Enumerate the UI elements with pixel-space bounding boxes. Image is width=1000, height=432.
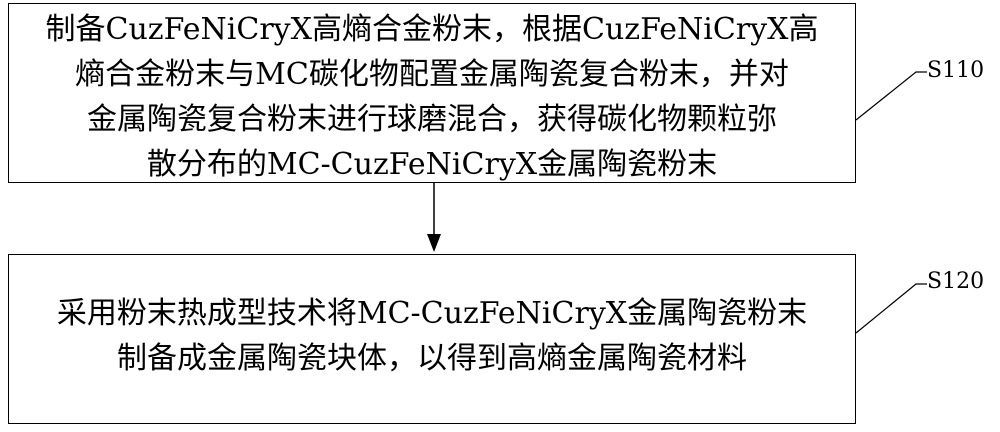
step-line: 制备CuzFeNiCryX高熵合金粉末，根据CuzFeNiCryX高 bbox=[45, 12, 819, 47]
step-line: 散分布的MC-CuzFeNiCryX金属陶瓷粉末 bbox=[146, 147, 718, 182]
step-line: 金属陶瓷复合粉末进行球磨混合，获得碳化物颗粒弥 bbox=[87, 102, 777, 137]
step-line: 熵合金粉末与MC碳化物配置金属陶瓷复合粉末，并对 bbox=[75, 57, 789, 92]
leader-line-s120 bbox=[855, 283, 927, 334]
step-box-s110: 制备CuzFeNiCryX高熵合金粉末，根据CuzFeNiCryX高 熵合金粉末… bbox=[8, 3, 856, 183]
step-line: 采用粉末热成型技术将MC-CuzFeNiCryX金属陶瓷粉末 bbox=[56, 296, 808, 331]
step-text-s120: 采用粉末热成型技术将MC-CuzFeNiCryX金属陶瓷粉末 制备成金属陶瓷块体… bbox=[9, 291, 855, 381]
step-label-s110: S110 bbox=[927, 58, 985, 83]
step-line: 制备成金属陶瓷块体，以得到高熵金属陶瓷材料 bbox=[117, 341, 747, 376]
flow-arrow-head bbox=[427, 234, 441, 252]
step-text-s110: 制备CuzFeNiCryX高熵合金粉末，根据CuzFeNiCryX高 熵合金粉末… bbox=[9, 7, 855, 187]
step-label-s120: S120 bbox=[927, 269, 985, 294]
step-box-s120: 采用粉末热成型技术将MC-CuzFeNiCryX金属陶瓷粉末 制备成金属陶瓷块体… bbox=[8, 254, 856, 424]
leader-line-s110 bbox=[855, 71, 927, 121]
